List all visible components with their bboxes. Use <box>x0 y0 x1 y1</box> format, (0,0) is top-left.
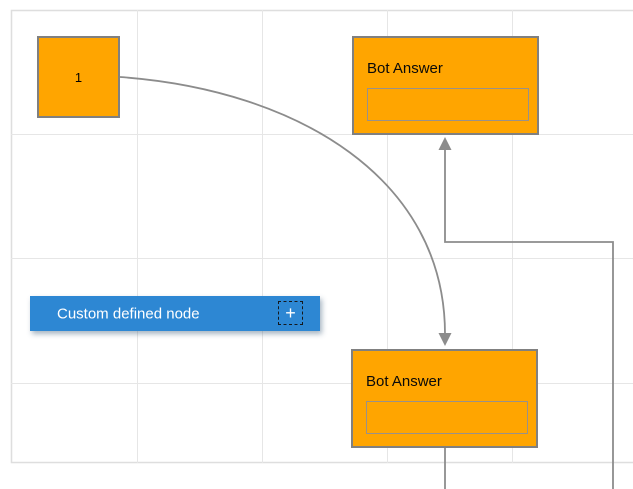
node-start[interactable]: 1 <box>37 36 120 118</box>
canvas-grid <box>10 9 633 464</box>
add-port-button[interactable]: + <box>278 301 303 325</box>
node-bot-answer-top[interactable]: Bot Answer <box>352 36 539 135</box>
connector-elbow-to-bot-top[interactable] <box>438 137 614 489</box>
bot-answer-input[interactable] <box>366 401 528 434</box>
arrowhead-down-icon <box>438 333 452 346</box>
arrowhead-up-icon <box>438 137 452 150</box>
bot-answer-input[interactable] <box>367 88 529 121</box>
connector-curve-start-to-bot-bottom[interactable] <box>119 76 452 346</box>
plus-icon: + <box>285 303 296 323</box>
node-bot-answer-bottom[interactable]: Bot Answer <box>351 349 538 448</box>
node-title: Bot Answer <box>367 60 443 77</box>
node-title: Bot Answer <box>366 373 442 390</box>
node-custom-label: Custom defined node <box>57 305 200 322</box>
node-start-label: 1 <box>74 69 83 85</box>
node-custom-defined[interactable]: Custom defined node + <box>30 296 320 331</box>
